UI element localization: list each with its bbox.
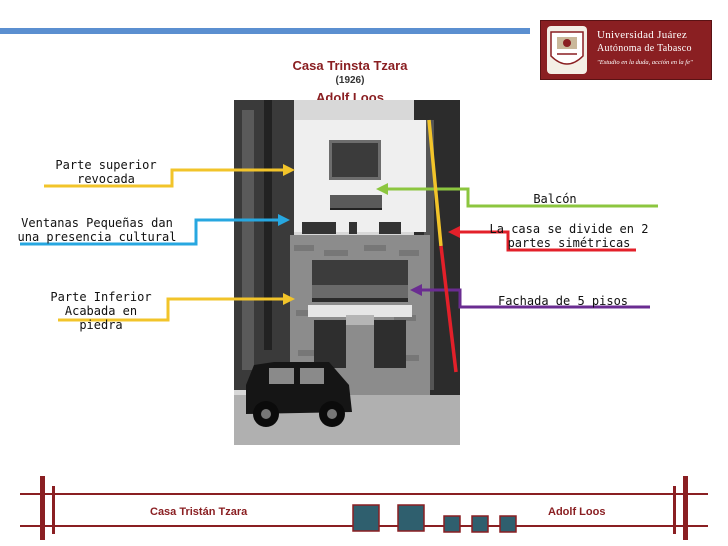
label-small-windows: Ventanas Pequeñas dan una presencia cult… <box>17 216 177 244</box>
label-upper-part: Parte superior revocada <box>55 158 157 186</box>
callout-lower <box>58 297 285 322</box>
label-facade: Fachada de 5 pisos <box>497 294 629 308</box>
arrow-balcony-icon <box>376 183 388 195</box>
callout-symmetric <box>458 230 636 252</box>
callout-facade <box>420 288 650 309</box>
label-lower-part: Parte Inferior Acabada en piedra <box>50 290 152 332</box>
label-symmetric: La casa se divide en 2 partes simétricas <box>489 222 649 250</box>
top-accent-bar <box>0 28 530 34</box>
callout-windows <box>20 218 280 246</box>
footer-left-title: Casa Tristán Tzara <box>150 506 248 518</box>
logo-line-1: Universidad Juárez <box>597 29 688 41</box>
callout-balcony <box>386 187 658 208</box>
university-seal-icon <box>547 26 587 74</box>
slide-year: (1926) <box>335 75 365 86</box>
footer-right-author: Adolf Loos <box>548 506 606 518</box>
arrow-windows-icon <box>278 214 290 226</box>
slide-title: Casa Trinsta Tzara <box>292 58 408 73</box>
callout-upper <box>44 168 285 188</box>
label-balcony: Balcón <box>533 192 577 206</box>
logo-line-2: Autónoma de Tabasco <box>597 43 692 54</box>
arrow-facade-icon <box>410 284 422 296</box>
footer-squares <box>352 504 517 533</box>
university-logo: Universidad Juárez Autónoma de Tabasco "… <box>540 20 712 80</box>
logo-motto: "Estudio en la duda, acción en la fe" <box>597 59 693 66</box>
division-line-yellow <box>427 119 443 247</box>
house-photo <box>234 100 460 445</box>
arrow-lower-icon <box>283 293 295 305</box>
division-line-red <box>439 245 458 373</box>
arrow-symmetric-icon <box>448 226 460 238</box>
arrow-upper-icon <box>283 164 295 176</box>
